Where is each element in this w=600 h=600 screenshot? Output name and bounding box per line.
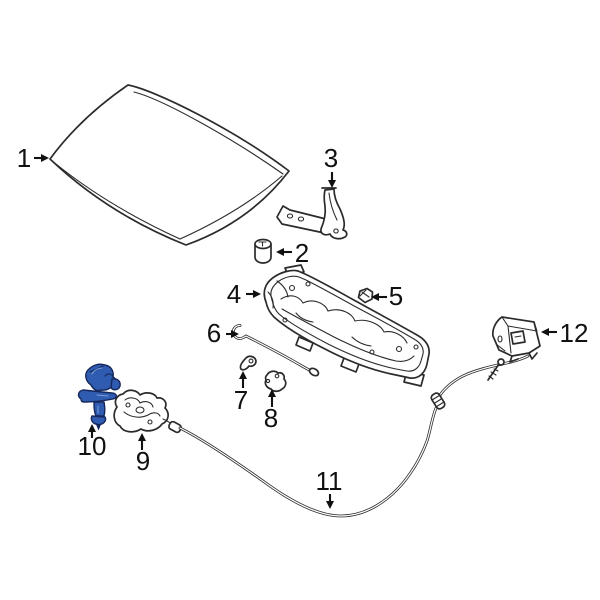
callout-4-label: 4 xyxy=(227,279,241,309)
callout-9: 9 xyxy=(136,433,150,476)
callout-6: 6 xyxy=(207,318,239,348)
hood-bumper-drawing xyxy=(254,238,272,264)
callout-3-label: 3 xyxy=(324,143,338,173)
hood-panel-drawing xyxy=(49,84,290,246)
release-cable-drawing xyxy=(178,354,530,518)
release-handle-drawing xyxy=(492,316,541,363)
clip-drawing xyxy=(357,287,374,304)
callout-11-label: 11 xyxy=(316,466,343,496)
callout-5-label: 5 xyxy=(389,281,403,311)
hood-insulator-drawing xyxy=(263,264,430,387)
callout-4: 4 xyxy=(227,279,261,309)
callout-1: 1 xyxy=(17,143,49,173)
grommet-drawing xyxy=(264,370,287,393)
callout-7: 7 xyxy=(234,371,248,415)
callout-5: 5 xyxy=(371,281,403,311)
callout-2: 2 xyxy=(276,238,309,268)
hood-latch-drawing xyxy=(113,389,182,434)
hood-hinge-drawing xyxy=(276,187,348,240)
prop-rod-drawing xyxy=(231,324,320,377)
callout-9-label: 9 xyxy=(136,446,150,476)
callout-12: 12 xyxy=(541,318,588,348)
callout-3: 3 xyxy=(324,143,338,188)
callout-8-label: 8 xyxy=(264,403,278,433)
callout-10: 10 xyxy=(78,424,106,461)
callout-11: 11 xyxy=(316,466,343,509)
callout-2-label: 2 xyxy=(295,238,309,268)
handle-screw-drawing xyxy=(487,358,505,381)
callout-7-label: 7 xyxy=(234,385,248,415)
callout-6-label: 6 xyxy=(207,318,221,348)
hood-lock-assembly-highlighted xyxy=(77,363,121,431)
callout-1-label: 1 xyxy=(17,143,31,173)
callout-12-label: 12 xyxy=(560,318,589,348)
rod-clip-drawing xyxy=(239,355,257,371)
callout-8: 8 xyxy=(264,389,278,433)
